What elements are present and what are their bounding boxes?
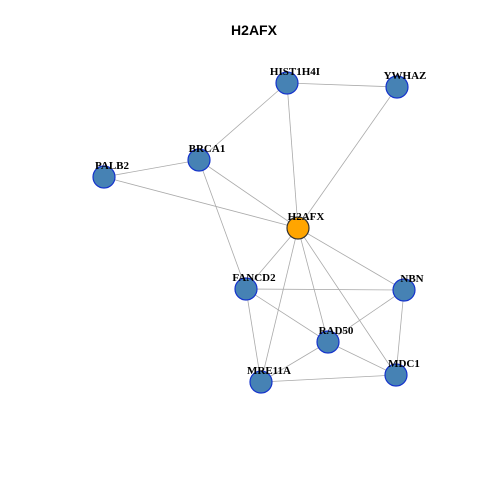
edge-brca1-palb2 (103, 159, 200, 178)
node-label-mdc1: MDC1 (388, 358, 420, 370)
node-fancd2 (234, 277, 258, 301)
edge-fancd2-mre11a (245, 288, 262, 383)
node-label-hist1h4i: HIST1H4I (270, 66, 320, 78)
edge-h2afx-rad50 (297, 227, 329, 343)
edge-hist1h4i-ywhaz (286, 82, 398, 88)
node-label-fancd2: FANCD2 (232, 272, 276, 284)
edge-nbn-mdc1 (395, 289, 405, 376)
nodes-layer (92, 71, 416, 394)
edge-fancd2-nbn (245, 288, 405, 291)
edge-fancd2-rad50 (245, 288, 329, 343)
node-mdc1 (384, 363, 408, 387)
edge-hist1h4i-brca1 (198, 82, 288, 161)
edge-h2afx-mdc1 (297, 227, 397, 376)
node-label-palb2: PALB2 (95, 160, 130, 172)
node-label-h2afx: H2AFX (288, 211, 325, 223)
edge-brca1-h2afx (198, 159, 299, 229)
node-rad50 (316, 330, 340, 354)
node-ywhaz (385, 75, 409, 99)
edge-mre11a-mdc1 (260, 374, 397, 383)
edge-rad50-mre11a (260, 341, 329, 383)
node-mre11a (249, 370, 273, 394)
node-nbn (392, 278, 416, 302)
edge-h2afx-nbn (297, 227, 405, 291)
edge-h2afx-fancd2 (245, 227, 299, 290)
node-palb2 (92, 165, 116, 189)
edge-ywhaz-h2afx (297, 86, 398, 229)
node-h2afx (286, 216, 310, 240)
edge-h2afx-mre11a (260, 227, 299, 383)
node-brca1 (187, 148, 211, 172)
edge-palb2-h2afx (103, 176, 299, 229)
edge-rad50-mdc1 (327, 341, 397, 376)
edge-brca1-fancd2 (198, 159, 247, 290)
node-label-nbn: NBN (400, 273, 423, 285)
node-label-ywhaz: YWHAZ (384, 70, 427, 82)
diagram-title: H2AFX (231, 22, 278, 38)
node-label-mre11a: MRE11A (247, 365, 291, 377)
node-hist1h4i (275, 71, 299, 95)
edge-nbn-rad50 (327, 289, 405, 343)
node-label-rad50: RAD50 (319, 325, 354, 337)
edges-layer (103, 82, 405, 383)
node-label-brca1: BRCA1 (189, 143, 226, 155)
edge-hist1h4i-h2afx (286, 82, 299, 229)
